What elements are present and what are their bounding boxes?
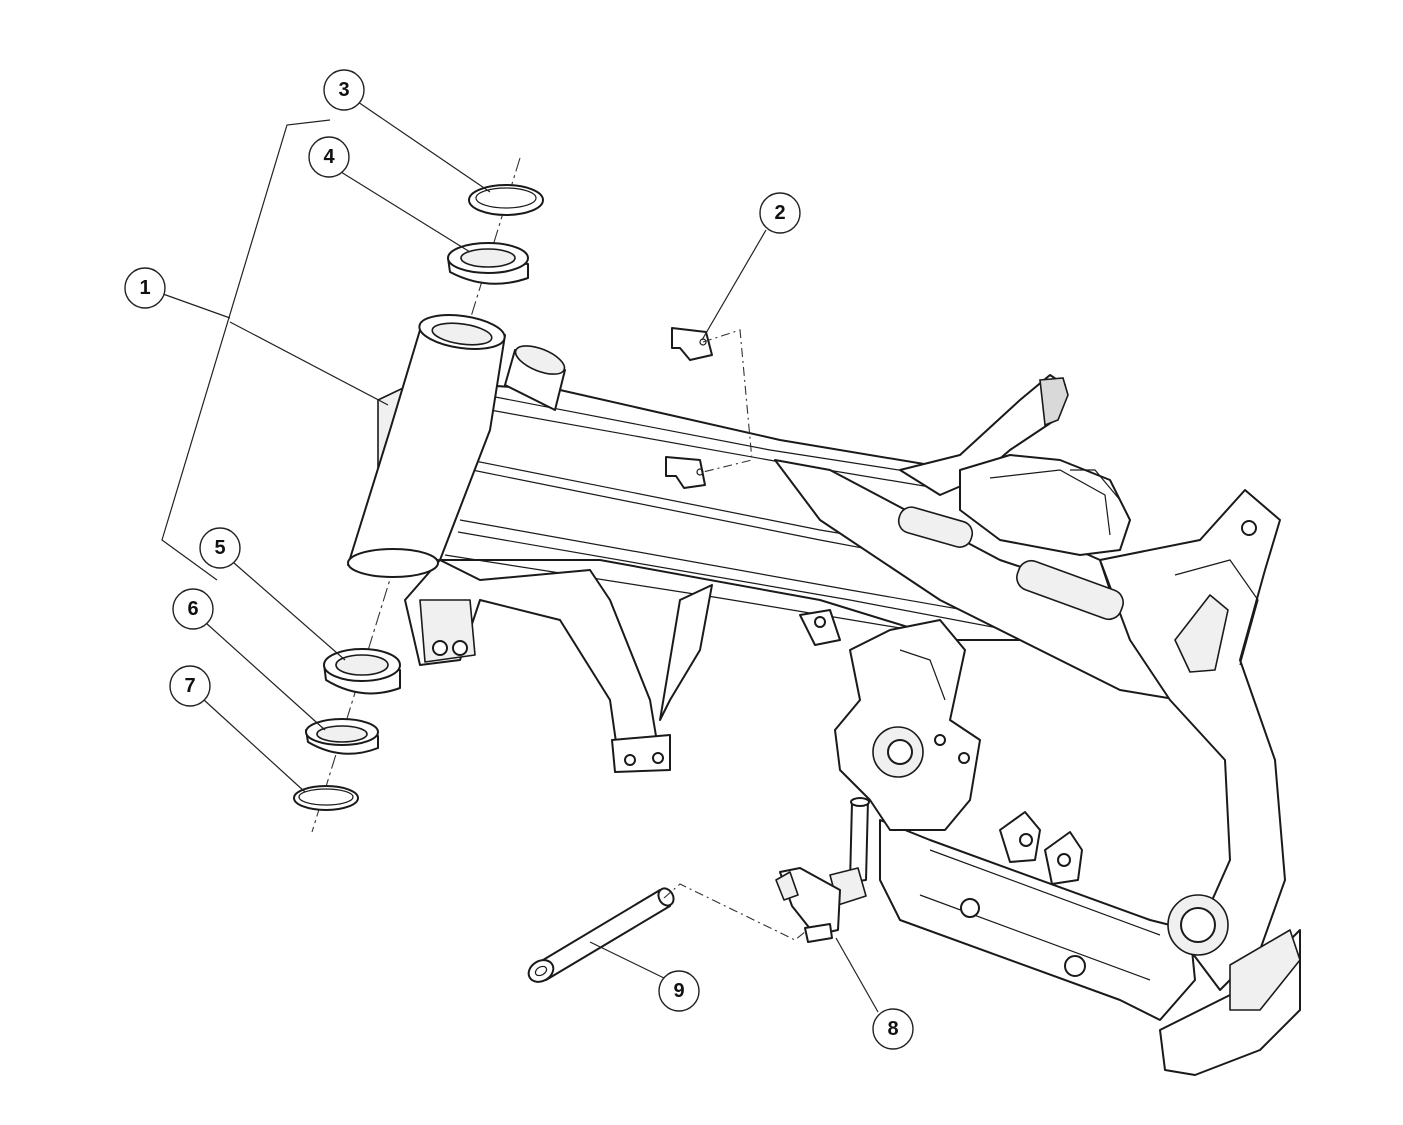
callout-8: 8 (872, 1008, 914, 1050)
part-7-o-ring (293, 785, 359, 811)
part-6-lower-race (305, 718, 379, 755)
svg-text:4: 4 (323, 146, 335, 168)
part-3-seal-ring (468, 184, 544, 216)
svg-text:2: 2 (774, 202, 785, 224)
callout-4: 4 (308, 136, 350, 178)
callout-9: 9 (658, 970, 700, 1012)
leader-4 (340, 171, 471, 253)
part-4-upper-bearing (447, 242, 529, 285)
leader-3 (357, 101, 491, 193)
callout-2: 2 (759, 192, 801, 234)
leader-7 (203, 699, 306, 793)
svg-text:8: 8 (887, 1018, 898, 1040)
part-8-bolt-assembly (775, 797, 870, 943)
svg-text:7: 7 (184, 675, 195, 697)
leader-1 (162, 293, 231, 319)
main-frame (347, 314, 1301, 1076)
leader-2 (701, 229, 767, 341)
leader-8 (835, 937, 879, 1013)
leader-9 (589, 941, 665, 979)
svg-text:1: 1 (139, 277, 150, 299)
svg-text:6: 6 (187, 598, 198, 620)
callout-3: 3 (323, 69, 365, 111)
callout-1: 1 (124, 267, 166, 309)
bracket-item-1 (161, 119, 331, 581)
leader-1-to-frame (229, 321, 389, 406)
leader-6 (205, 622, 326, 731)
callout-7: 7 (169, 665, 211, 707)
callout-5: 5 (199, 527, 241, 569)
part-5-lower-bearing (323, 648, 401, 695)
svg-text:5: 5 (214, 537, 225, 559)
part-9-tube (527, 883, 806, 983)
svg-text:9: 9 (673, 980, 684, 1002)
svg-text:3: 3 (338, 79, 349, 101)
leader-5 (233, 562, 346, 661)
callout-6: 6 (172, 588, 214, 630)
